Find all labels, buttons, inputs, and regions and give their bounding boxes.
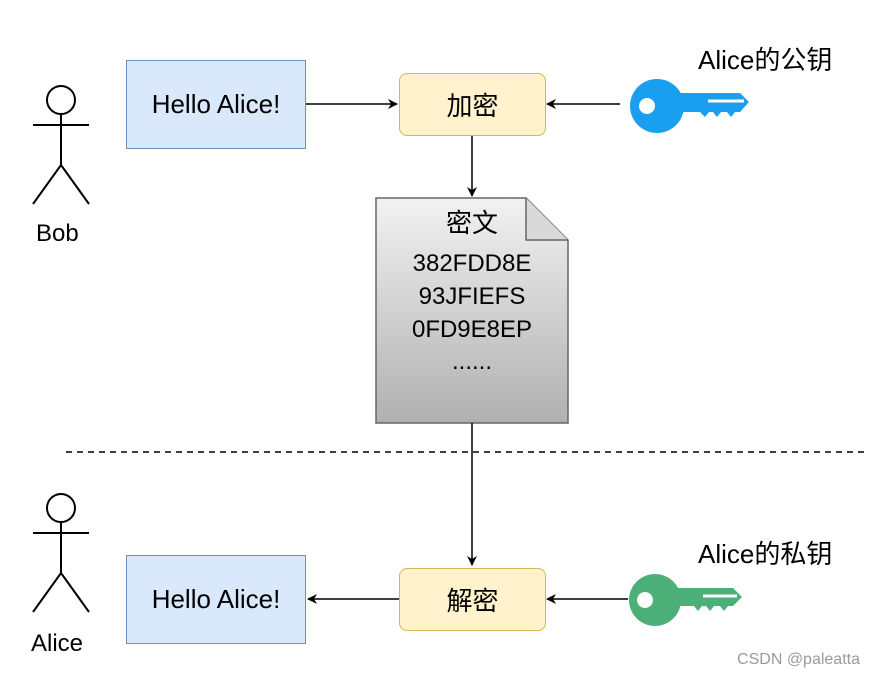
public-key-label: Alice的公钥 bbox=[698, 45, 833, 75]
plaintext-message-top: Hello Alice! bbox=[126, 60, 306, 149]
ciphertext-title: 密文 bbox=[445, 208, 498, 238]
alice-actor-icon bbox=[32, 493, 90, 613]
private-key-icon bbox=[629, 574, 742, 626]
plaintext-top-text: Hello Alice! bbox=[151, 89, 281, 119]
plaintext-bottom-text: Hello Alice! bbox=[151, 584, 281, 614]
watermark: CSDN @paleatta bbox=[737, 651, 860, 668]
public-key-icon bbox=[630, 79, 749, 133]
decrypt-process: 解密 bbox=[399, 568, 546, 631]
ciphertext-line: 382FDD8E bbox=[412, 250, 532, 277]
ciphertext-line: 93JFIEFS bbox=[418, 283, 526, 310]
ciphertext-line: 0FD9E8EP bbox=[411, 316, 533, 343]
document-fold bbox=[525, 198, 568, 241]
encrypt-label: 加密 bbox=[446, 91, 499, 121]
ciphertext-document bbox=[375, 197, 569, 424]
bob-actor-icon bbox=[32, 85, 90, 205]
encrypt-process: 加密 bbox=[399, 73, 546, 136]
alice-label: Alice bbox=[31, 630, 84, 657]
plaintext-message-bottom: Hello Alice! bbox=[126, 555, 306, 644]
private-key-label: Alice的私钥 bbox=[698, 539, 833, 569]
ciphertext-ellipsis: ...... bbox=[451, 348, 492, 375]
decrypt-label: 解密 bbox=[446, 586, 499, 616]
bob-label: Bob bbox=[36, 220, 79, 247]
